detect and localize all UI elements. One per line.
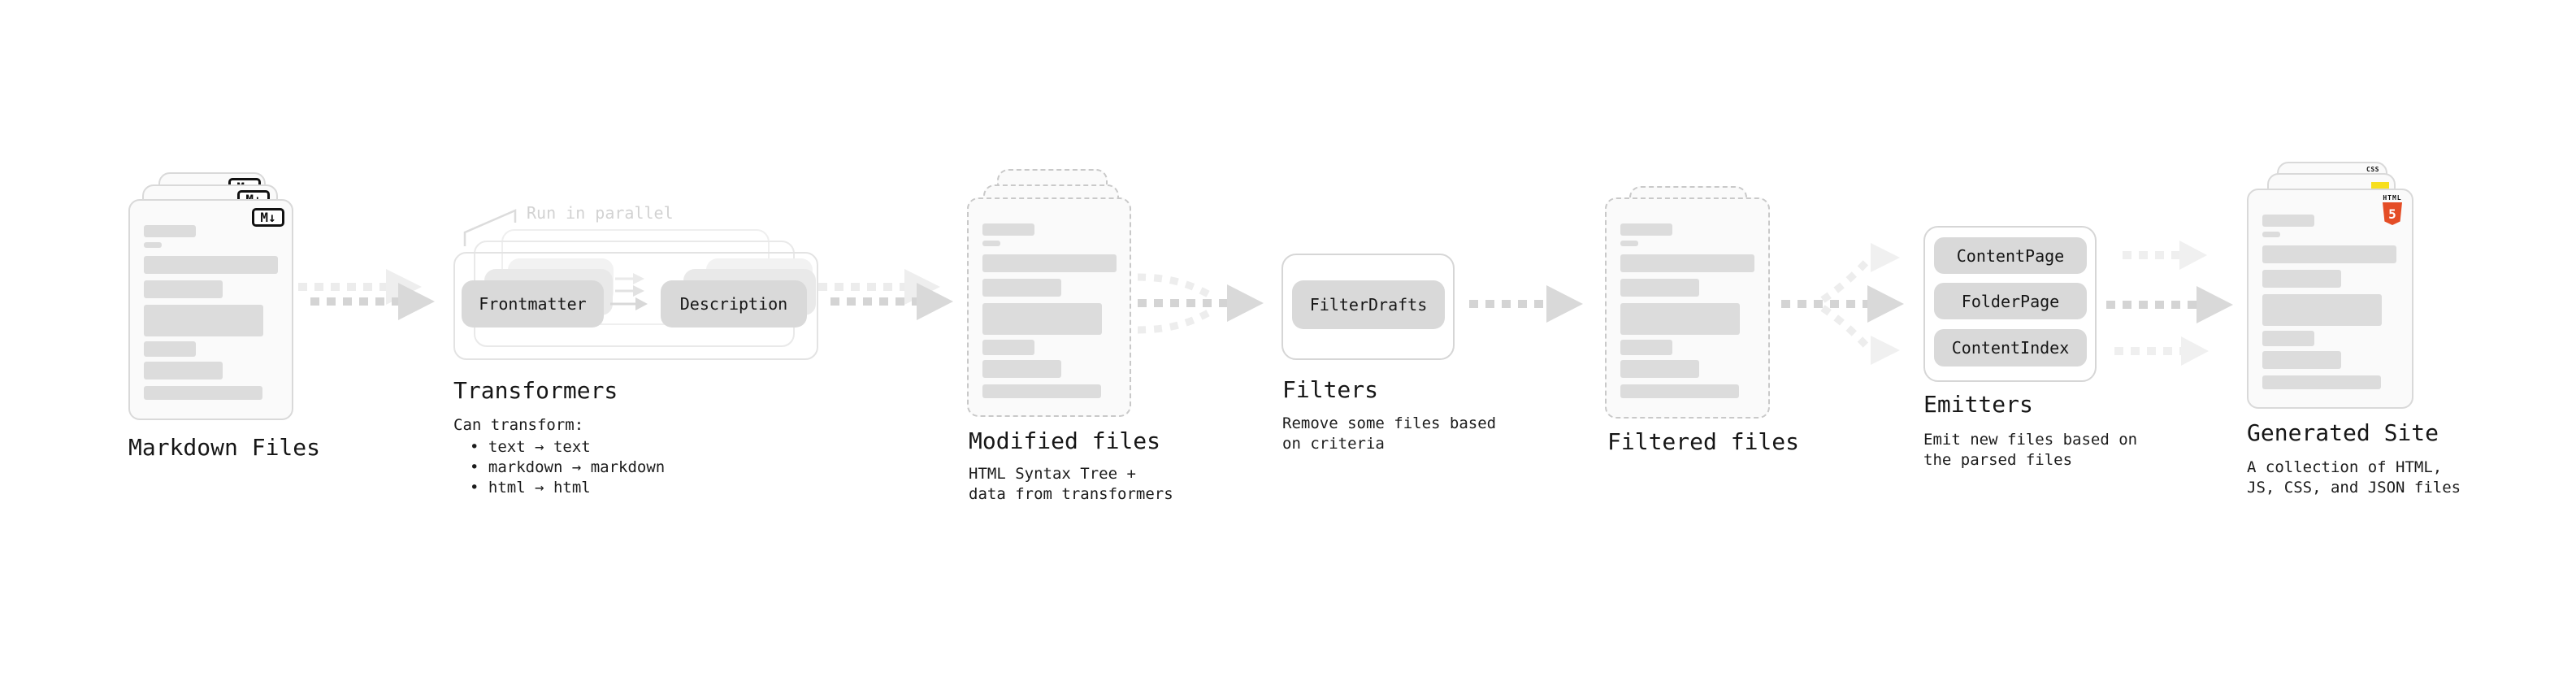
modified-files-subtitle: data from transformers	[969, 485, 1173, 503]
contentindex-pill: ContentIndex	[1934, 329, 2087, 367]
filtered-file-card-front	[1605, 197, 1770, 419]
modified-files-title: Modified files	[969, 427, 1161, 454]
emitters-subtitle: Emit new files based on	[1923, 431, 2138, 449]
arrow-markdown-to-transformers	[298, 269, 435, 320]
generated-site-subtitle: A collection of HTML,	[2247, 458, 2443, 476]
html5-shield: 5	[2383, 202, 2402, 225]
folderpage-pill: FolderPage	[1934, 283, 2087, 319]
emitters-subtitle: the parsed files	[1923, 451, 2073, 469]
markdown-file-card-front: M↓	[128, 199, 293, 420]
filtered-files-title: Filtered files	[1607, 428, 1800, 455]
transformers-bullet: • text → text	[470, 438, 591, 456]
transformer-box-front	[453, 252, 818, 360]
arrow-emitters-to-generated	[2106, 241, 2233, 366]
markdown-files-title: Markdown Files	[128, 434, 321, 461]
filters-title: Filters	[1282, 376, 1379, 403]
arrow-transformers-to-modified	[818, 269, 953, 320]
markdown-icon: M↓	[252, 208, 284, 227]
html5-icon: HTML 5	[2382, 194, 2403, 225]
generated-html-card: HTML 5	[2247, 189, 2413, 409]
run-in-parallel-note: Run in parallel	[527, 203, 674, 223]
description-pill: Description	[661, 280, 807, 327]
filters-subtitle: Remove some files based	[1282, 414, 1497, 432]
generated-site-title: Generated Site	[2247, 419, 2439, 446]
contentpage-pill: ContentPage	[1934, 237, 2087, 274]
transformers-bullet: • html → html	[470, 479, 591, 497]
arrow-modified-to-filters	[1137, 273, 1264, 334]
frontmatter-pill: Frontmatter	[462, 280, 604, 327]
transformers-title: Transformers	[453, 377, 618, 404]
emitters-title: Emitters	[1923, 391, 2033, 418]
modified-file-card-front	[967, 197, 1131, 417]
arrow-filters-to-filtered	[1469, 285, 1583, 323]
transformers-bullet: • markdown → markdown	[470, 458, 666, 476]
filterdrafts-pill: FilterDrafts	[1292, 280, 1445, 329]
generated-site-subtitle: JS, CSS, and JSON files	[2247, 479, 2461, 497]
filters-subtitle: on criteria	[1282, 435, 1385, 453]
transformers-heading: Can transform:	[453, 416, 584, 434]
modified-files-subtitle: HTML Syntax Tree +	[969, 465, 1136, 483]
arrow-filtered-to-emitters	[1781, 243, 1904, 365]
